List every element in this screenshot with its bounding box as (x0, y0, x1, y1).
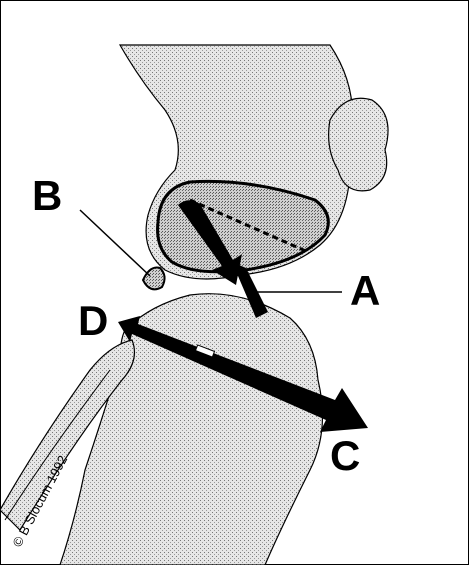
label-a: A (350, 267, 380, 314)
label-b: B (32, 172, 62, 219)
label-b-leader (80, 210, 150, 276)
sesamoid-bone (143, 268, 165, 290)
label-c: C (330, 432, 360, 479)
femoral-condyle-outline (158, 181, 329, 271)
label-d: D (78, 297, 108, 344)
